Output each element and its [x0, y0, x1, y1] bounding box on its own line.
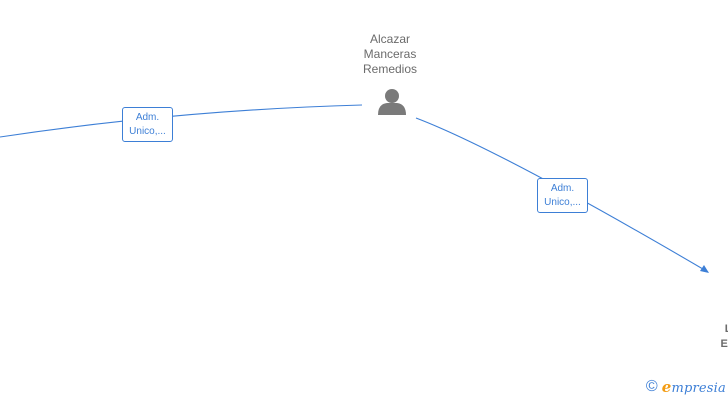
person-name-line: Remedios [362, 62, 418, 76]
edge-label-role[interactable]: Adm. Unico,... [122, 107, 173, 142]
edge-arrowhead [700, 265, 709, 273]
edge-label-line: Adm. [135, 112, 160, 123]
edge-left-to-person [0, 104, 363, 138]
brand-logo: © empresia [646, 378, 726, 396]
person-icon[interactable] [378, 89, 406, 115]
brand-rest: mpresia [671, 381, 726, 396]
edge-label-line: Unico,... [129, 126, 166, 137]
company-name-line: LO [700, 322, 728, 337]
edge-label-role[interactable]: Adm. Unico,... [537, 178, 588, 213]
brand-wordmark: empresia [662, 378, 726, 396]
edge-person-to-company [415, 117, 709, 273]
person-name[interactable]: Alcazar Manceras Remedios [340, 32, 440, 77]
copyright-icon: © [645, 378, 658, 395]
brand-first-letter: e [661, 378, 672, 396]
person-name-line: Manceras [363, 47, 417, 61]
company-name-line: EMI [720, 338, 728, 350]
edge-label-line: Adm. [550, 183, 575, 194]
edge-label-line: Unico,... [544, 197, 581, 208]
person-name-line: Alcazar [369, 32, 410, 46]
company-name[interactable]: LO EMI [700, 322, 728, 352]
